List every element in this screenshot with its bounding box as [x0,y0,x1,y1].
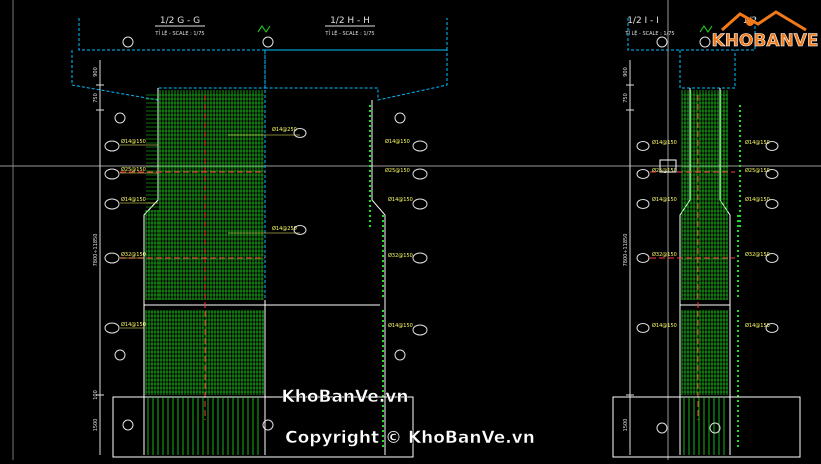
far-rebar-label-2: Ø25@150 [652,167,677,174]
rebar-label-3: Ø14@150 [121,196,146,203]
dim-base-left: 1500 [93,419,99,432]
rebar-mid-label-b: Ø14@250 [272,225,297,232]
far-rebar-label-4: Ø32@150 [652,251,677,258]
far-right-rebar-label-2: Ø25@150 [745,167,770,174]
right-rebar-label-3: Ø14@150 [388,196,413,203]
right-rebar-label-5: Ø14@150 [388,322,413,329]
rebar-label-1: Ø14@150 [121,138,146,145]
rebar-label-4: Ø32@150 [121,251,146,258]
footing-box-far [612,396,801,458]
north-arrow-icon [257,25,713,33]
logo-text: KHOBANVE [712,31,819,51]
dim-height-far: 7800÷11850 [623,234,629,267]
far-rebar-label-3: Ø14@150 [652,196,677,203]
dim-mid-far: 750 [623,93,629,103]
right-rebar-label-4: Ø32@150 [388,252,413,259]
far-rebar-label-1: Ø14@150 [652,139,677,146]
right-rebar-label-2: Ø25@150 [385,167,410,174]
dim-top-left: 900 [93,67,99,77]
khobanve-logo: KHOBANVE [711,10,819,51]
watermark-copyright: Copyright © KhoBanVe.vn [285,428,535,448]
footing-bars [147,397,725,455]
rebar-label-2: Ø25@150 [121,166,146,173]
section-title-far: 1/2 I - I [627,16,659,26]
right-rebar-label-1: Ø14@150 [385,138,410,145]
rebar-callouts-right: Ø14@150 Ø25@150 Ø14@150 Ø32@150 Ø14@150 [385,138,428,336]
dim-top-far: 900 [623,67,629,77]
dim-small-left: 100 [93,390,99,400]
rebar-dots-right [369,105,741,450]
rebar-callouts-left: Ø14@150 Ø25@150 Ø14@150 Ø32@150 Ø14@150 … [104,126,307,334]
logo-roof-icon [721,10,807,32]
rebar-grid-far [681,90,728,395]
section-scale-far: TỈ LỆ - SCALE : 1/75 [624,29,674,37]
section-marker-icons [114,36,721,434]
section-scale-right: TỈ LỆ - SCALE : 1/75 [324,29,374,37]
far-right-rebar-label-3: Ø14@150 [745,196,770,203]
dim-base-far: 1500 [623,419,629,432]
pier-cap-slab [71,18,756,320]
dimension-line-left [96,60,634,455]
far-right-rebar-label-4: Ø32@150 [745,251,770,258]
rebar-callouts-far: Ø14@150 Ø25@150 Ø14@150 Ø32@150 Ø14@150 … [636,139,779,333]
dim-height-left: 7800÷11850 [93,234,99,267]
rebar-label-5: Ø14@150 [121,321,146,328]
section-scale-left: TỈ LỆ - SCALE : 1/75 [154,29,204,37]
watermark-site: KhoBanVe.vn [282,387,409,407]
far-rebar-label-5: Ø14@150 [652,322,677,329]
rebar-mid-label-a: Ø14@250 [272,126,297,133]
footing-box-left [112,396,414,458]
far-right-rebar-label-1: Ø14@150 [745,139,770,146]
section-title-left: 1/2 G - G [160,16,200,26]
dim-mid-left: 750 [93,93,99,103]
rebar-tag [104,140,120,334]
far-right-rebar-label-5: Ø14@150 [745,322,770,329]
section-title-right: 1/2 H - H [330,16,370,26]
